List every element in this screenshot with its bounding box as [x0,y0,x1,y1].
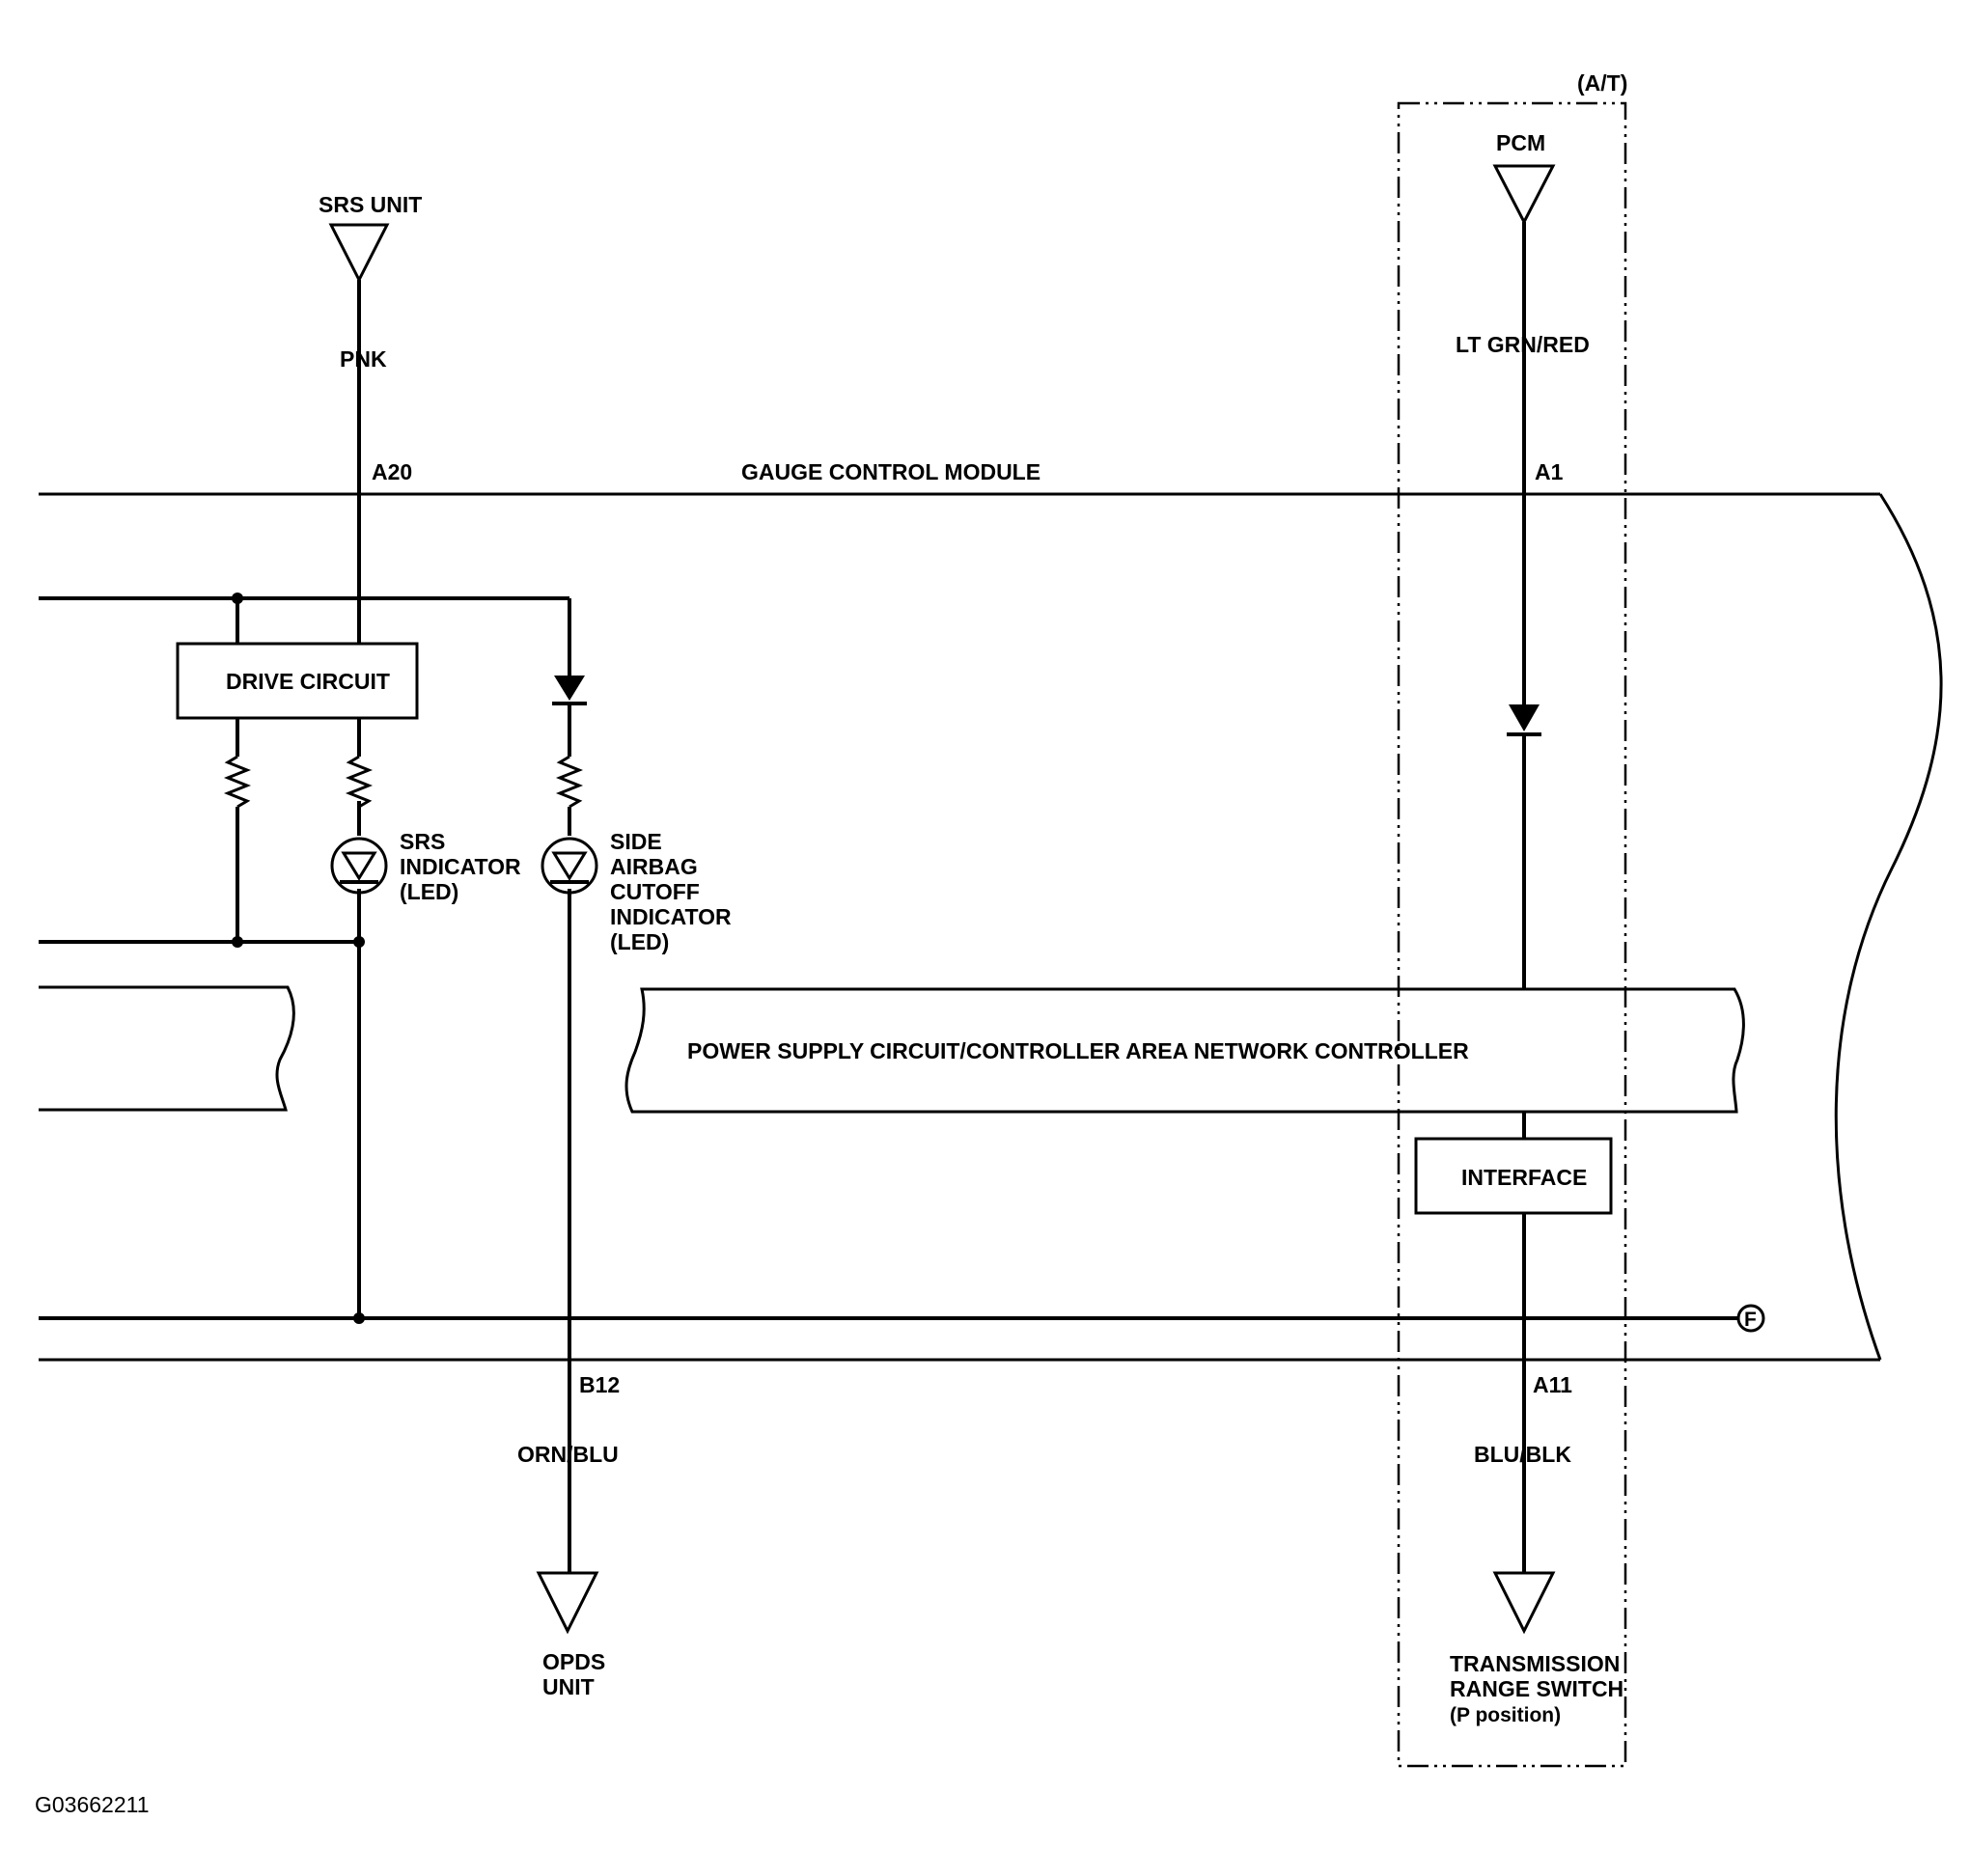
srs-indicator-label-1: SRS [400,829,445,854]
interface-label: INTERFACE [1461,1165,1587,1190]
side-airbag-label-3: CUTOFF [610,879,700,904]
module-label: GAUGE CONTROL MODULE [741,459,1040,484]
opds-label-2: UNIT [542,1674,595,1699]
srs-unit-connector [328,223,390,284]
srs-indicator-led [330,837,388,895]
pcm-connector [1492,164,1556,226]
srs-indicator-label-3: (LED) [400,879,458,904]
gauge-control-module-outline [39,492,1943,1362]
at-label: (A/T) [1577,70,1627,96]
trs-label-1: TRANSMISSION [1450,1651,1620,1676]
power-supply-label: POWER SUPPLY CIRCUIT/CONTROLLER AREA NET… [687,1038,1469,1063]
figure-id: G03662211 [35,1792,150,1817]
srs-indicator-label-2: INDICATOR [400,854,521,879]
resistor-1 [223,755,252,809]
interface-box [1414,1137,1613,1215]
trs-pin: A11 [1533,1372,1572,1397]
opds-connector [536,1571,599,1635]
srs-unit-label: SRS UNIT [319,192,422,217]
side-airbag-label-1: SIDE [610,829,662,854]
trs-label-3: (P position) [1450,1704,1561,1726]
power-supply-block [624,987,1745,1114]
connector-f [1736,1304,1765,1333]
left-block [39,985,295,1112]
connector-f-label: F [1744,1309,1757,1331]
drive-circuit-box [176,642,419,720]
srs-wire-color: PNK [340,346,387,372]
side-airbag-label-5: (LED) [610,929,669,954]
opds-label-1: OPDS [542,1649,605,1674]
side-airbag-led [541,837,598,895]
side-airbag-diode [552,676,587,705]
resistor-3 [555,755,584,809]
side-airbag-label-4: INDICATOR [610,904,732,929]
pcm-label: PCM [1496,130,1545,155]
opds-wire-color: ORN/BLU [517,1442,619,1467]
side-airbag-label-2: AIRBAG [610,854,698,879]
trs-connector [1492,1571,1556,1635]
resistor-2 [345,755,374,809]
drive-circuit-label: DRIVE CIRCUIT [226,669,390,694]
trs-label-2: RANGE SWITCH [1450,1676,1623,1701]
trs-wire-color: BLU/BLK [1474,1442,1571,1467]
pcm-pin: A1 [1535,459,1564,484]
opds-pin: B12 [579,1372,620,1397]
srs-pin: A20 [372,459,412,484]
at-boundary [1397,101,1627,1768]
pcm-diode [1507,704,1541,736]
